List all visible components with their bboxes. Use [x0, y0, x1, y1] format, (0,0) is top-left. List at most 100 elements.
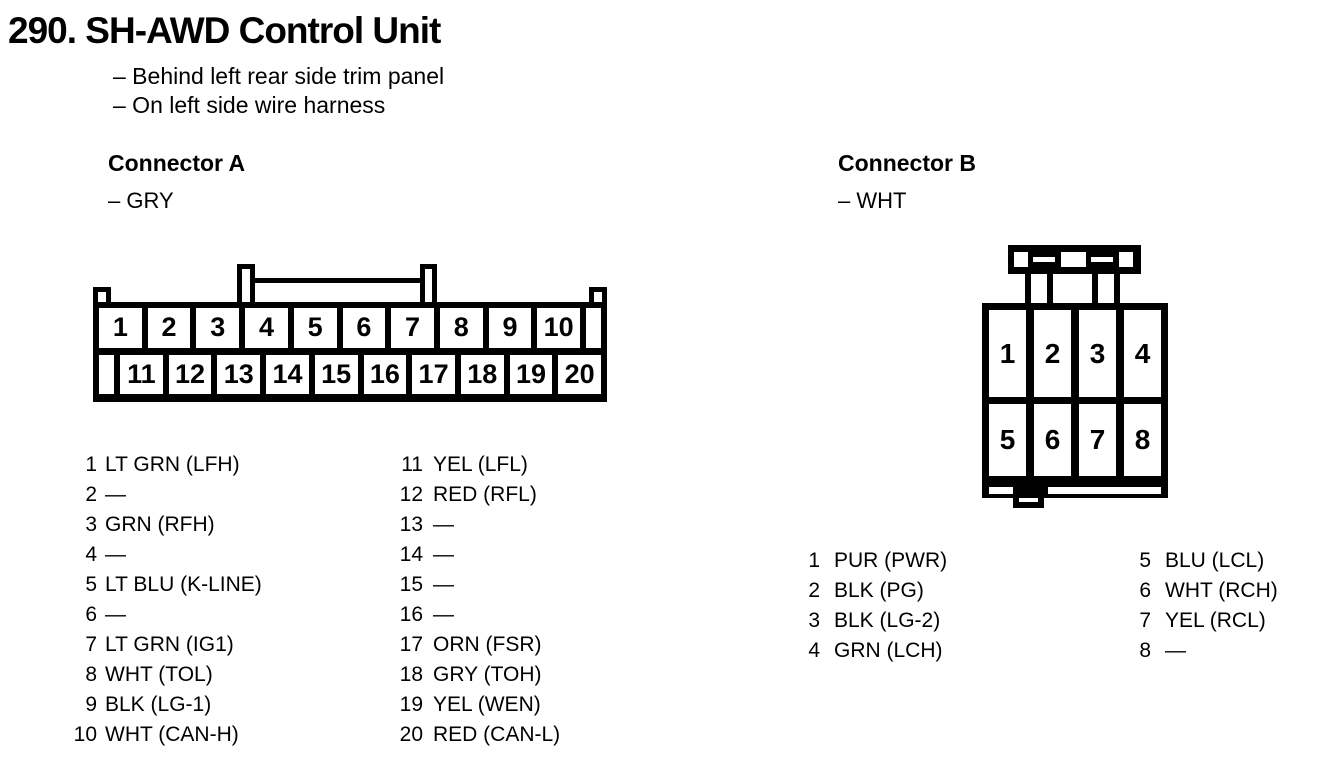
pin-row: 18 GRY (TOH) — [395, 660, 560, 690]
pin-number: 4 — [85, 543, 97, 566]
pin-cell: 16 — [363, 354, 407, 394]
pin-wire-label: WHT (RCH) — [1165, 579, 1278, 602]
location-note-line: – Behind left rear side trim panel — [113, 63, 445, 89]
pin-number: 9 — [85, 693, 97, 716]
pin-number: 12 — [399, 483, 423, 506]
pin-number: 13 — [399, 513, 423, 536]
pin-row: 4 — — [73, 540, 262, 570]
pin-row: 6 WHT (RCH) — [1137, 576, 1278, 606]
pin-cell: 4 — [245, 308, 288, 348]
pin-wire-label: — — [105, 543, 126, 566]
pin-cell: 8 — [439, 308, 483, 348]
pin-number: 7 — [85, 633, 97, 656]
pin-cell: 13 — [217, 354, 261, 394]
pin-wire-label: BLK (LG-1) — [105, 693, 212, 716]
pin-row: 11 YEL (LFL) — [395, 450, 560, 480]
pin-number: 1 — [85, 453, 97, 476]
connector-b-color-note: – WHT — [838, 188, 907, 213]
pin-wire-label: PUR (PWR) — [834, 549, 948, 572]
pin-row: 8 — — [1137, 636, 1278, 666]
bottom-rail-slot — [989, 487, 1013, 494]
pin-number: 11 — [401, 453, 423, 476]
location-note-line: – On left side wire harness — [113, 92, 386, 118]
pin-row: 14 — — [395, 540, 560, 570]
pin-wire-label: YEL (WEN) — [433, 693, 541, 716]
pin-row: 17 ORN (FSR) — [395, 630, 560, 660]
connector-a-lock-strap — [245, 278, 427, 283]
pin-wire-label: YEL (LFL) — [433, 453, 528, 476]
pin-wire-label: BLU (LCL) — [1165, 549, 1265, 572]
pin-number: 14 — [399, 543, 423, 566]
connector-b-pin-row-top: 1 2 3 4 — [989, 310, 1161, 397]
pin-row: 19 YEL (WEN) — [395, 690, 560, 720]
lock-bar-slot — [1091, 257, 1113, 262]
pin-wire-label: BLK (LG-2) — [834, 609, 941, 632]
pin-cell: 14 — [266, 354, 309, 394]
pin-row: 1 LT GRN (LFH) — [73, 450, 262, 480]
pin-cell: 2 — [1034, 310, 1071, 397]
pin-cell: 9 — [488, 308, 532, 348]
connector-a-pin-row-top: 1 2 3 4 5 6 7 8 9 10 — [99, 308, 601, 348]
connector-b-pin-list-left: 1 PUR (PWR) 2 BLK (PG) 3 BLK (LG-2) 4 GR… — [806, 546, 947, 666]
pin-row: 7 YEL (RCL) — [1137, 606, 1278, 636]
pin-wire-label: LT BLU (K-LINE) — [105, 573, 262, 596]
lock-bar-window — [1014, 252, 1028, 267]
connector-a-heading: Connector A — [108, 150, 246, 176]
pin-wire-label: — — [433, 543, 454, 566]
pin-cell: 10 — [537, 308, 581, 348]
pin-wire-label: — — [1165, 639, 1186, 662]
connector-b-bottom-rail — [982, 483, 1168, 498]
pin-number: 7 — [1139, 609, 1151, 632]
pin-wire-label: GRY (TOH) — [433, 663, 542, 686]
connector-a-body: 1 2 3 4 5 6 7 8 9 10 — [93, 302, 607, 402]
lock-bar-slot — [1033, 257, 1055, 262]
pin-row: 9 BLK (LG-1) — [73, 690, 262, 720]
pin-wire-label: LT GRN (IG1) — [105, 633, 234, 656]
pin-wire-label: LT GRN (LFH) — [105, 453, 240, 476]
pin-row: 8 WHT (TOL) — [73, 660, 262, 690]
pin-row: 10 WHT (CAN-H) — [73, 720, 262, 750]
pin-number: 18 — [399, 663, 423, 686]
connector-a-diagram: 1 2 3 4 5 6 7 8 9 10 — [93, 264, 607, 402]
pin-number: 8 — [85, 663, 97, 686]
pin-cell: 15 — [314, 354, 358, 394]
pin-wire-label: RED (RFL) — [433, 483, 537, 506]
pin-wire-label: — — [105, 483, 126, 506]
connector-a-pin-list-left: 1 LT GRN (LFH) 2 — 3 GRN (RFH) 4 — 5 LT … — [73, 450, 262, 750]
lock-bar-window — [1119, 252, 1133, 267]
location-notes: – Behind left rear side trim panel – On … — [113, 62, 444, 120]
pin-wire-label: GRN (RFH) — [105, 513, 215, 536]
pin-row: 1 PUR (PWR) — [806, 546, 947, 576]
pin-wire-label: BLK (PG) — [834, 579, 924, 602]
pin-wire-label: GRN (LCH) — [834, 639, 943, 662]
pin-cell: 7 — [1079, 404, 1116, 476]
pin-number: 3 — [85, 513, 97, 536]
pin-row: 3 BLK (LG-2) — [806, 606, 947, 636]
pin-row: 16 — — [395, 600, 560, 630]
pin-wire-label: — — [433, 513, 454, 536]
connector-a-pin-list-right: 11 YEL (LFL) 12 RED (RFL) 13 — 14 — 15 — — [395, 450, 561, 750]
pin-row: 2 BLK (PG) — [806, 576, 947, 606]
pin-wire-label: — — [105, 603, 126, 626]
pin-number: 3 — [808, 609, 820, 632]
pin-row: 5 LT BLU (K-LINE) — [73, 570, 262, 600]
pin-wire-label: — — [433, 603, 454, 626]
connector-b-pin-list-right: 5 BLU (LCL) 6 WHT (RCH) 7 YEL (RCL) 8 — — [1137, 546, 1278, 666]
pin-number: 4 — [808, 639, 820, 662]
pin-number: 6 — [1139, 579, 1151, 602]
pin-number: 16 — [399, 603, 423, 626]
pin-cell: 11 — [120, 354, 163, 394]
pin-cell: 5 — [293, 308, 337, 348]
pin-cell: 1 — [99, 308, 142, 348]
lock-bar-window — [1061, 252, 1086, 267]
pin-number: 6 — [85, 603, 97, 626]
pin-number: 5 — [1139, 549, 1151, 572]
pin-cell: 17 — [412, 354, 455, 394]
pin-cell: 12 — [168, 354, 212, 394]
pin-cell: 5 — [989, 404, 1026, 476]
connector-b-lock-bar — [1008, 245, 1141, 274]
pin-wire-label: WHT (TOL) — [105, 663, 213, 686]
pin-cell: 2 — [147, 308, 191, 348]
pin-number: 2 — [85, 483, 97, 506]
